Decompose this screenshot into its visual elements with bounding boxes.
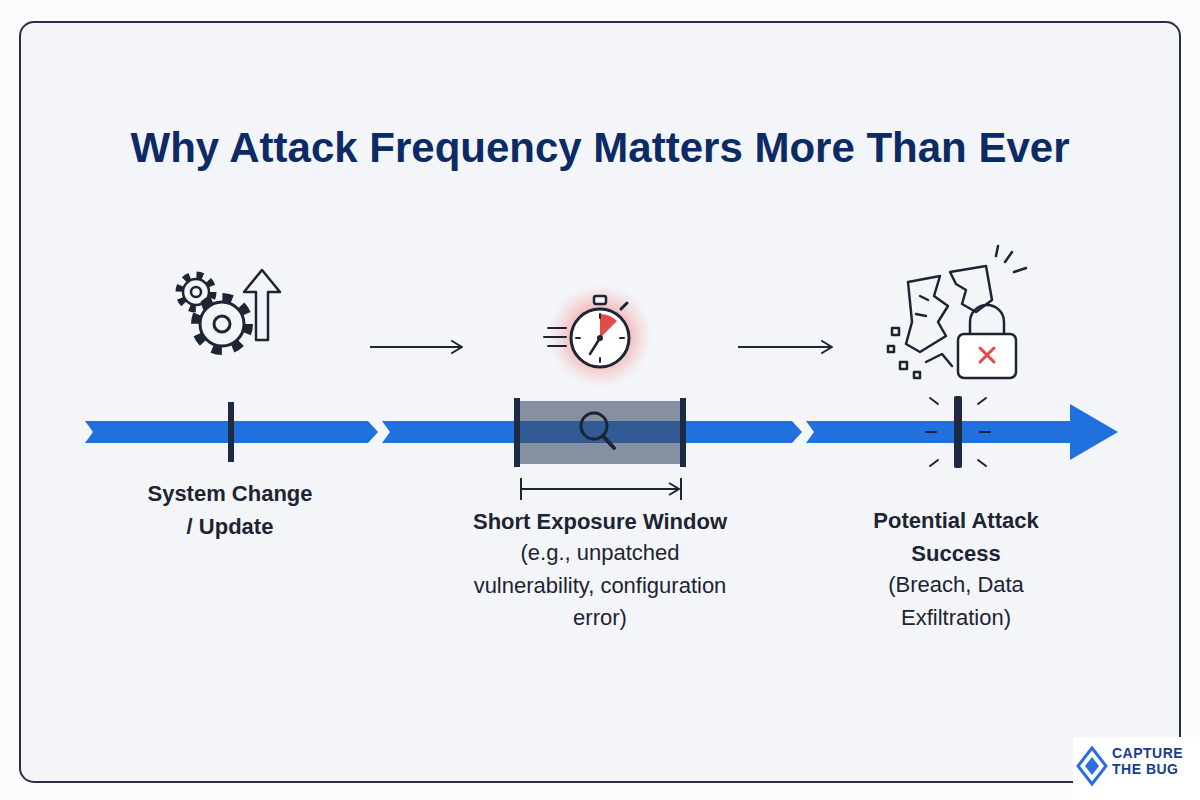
debris-square — [892, 328, 899, 335]
speed-line — [544, 336, 566, 338]
brand-logo — [1073, 737, 1200, 800]
burst-line — [980, 431, 990, 433]
burst-line — [978, 460, 986, 466]
debris-square — [900, 362, 907, 369]
gear-teeth — [195, 297, 249, 351]
elapsed-wedge — [600, 314, 617, 338]
gear-body — [200, 302, 244, 346]
dial-tick — [599, 314, 601, 318]
stopwatch-crown — [594, 296, 606, 304]
stage-node: System Change / Update — [90, 250, 370, 650]
stage-heading: System Change / Update — [144, 478, 316, 543]
dial-tick — [620, 337, 624, 339]
impact-burst — [926, 398, 990, 466]
stopwatch-button — [621, 303, 627, 309]
window-edge — [514, 398, 520, 467]
brand-name: CAPTURE THE BUG — [1112, 745, 1192, 777]
crack-line — [926, 354, 952, 366]
window-edge — [680, 398, 686, 467]
breach-icon — [888, 246, 1026, 378]
stopwatch-pivot — [597, 335, 603, 341]
flow-arrow — [370, 346, 462, 348]
diagram-title: Why Attack Frequency Matters More Than E… — [0, 124, 1200, 172]
stage-heading: Potential Attack Success — [851, 505, 1061, 570]
torn-page — [906, 276, 948, 352]
stage-node: Potential Attack Success(Breach, Data Ex… — [832, 250, 1080, 650]
speed-line — [548, 345, 566, 347]
timeline-tick — [228, 402, 234, 462]
debris-square — [888, 346, 894, 352]
debris-square — [914, 372, 920, 378]
logo-backdrop — [1073, 737, 1200, 800]
magnifier-handle — [603, 436, 614, 448]
dial-ticks — [576, 314, 624, 362]
exposure-window — [514, 398, 686, 467]
impact-burst — [996, 246, 1026, 272]
dial-tick — [576, 337, 580, 339]
stage-detail: (e.g., unpatched vulnerability, configur… — [469, 537, 731, 635]
stopwatch-face — [571, 309, 629, 367]
burst-line — [978, 398, 986, 404]
lock-body — [958, 334, 1016, 378]
dial-tick — [599, 358, 601, 362]
lock-shackle — [970, 305, 1004, 334]
timeline-tick — [954, 396, 962, 468]
gear-hub — [214, 316, 230, 332]
upgrade-arrow — [244, 270, 280, 340]
stage-node: Short Exposure Window(e.g., unpatched vu… — [462, 250, 738, 650]
stage-detail: (Breach, Data Exfiltration) — [861, 569, 1051, 634]
impact-tick — [926, 396, 990, 468]
burst-line — [926, 431, 936, 433]
gear-hub — [191, 287, 201, 297]
burst-line — [930, 398, 938, 404]
window-band — [517, 401, 683, 464]
crack-line — [916, 296, 928, 316]
logo-diamond — [1078, 748, 1106, 784]
denied-cross — [980, 348, 994, 362]
bracket-line — [521, 488, 679, 490]
burst-line — [930, 460, 938, 466]
window-span-bracket — [521, 478, 681, 500]
gears-icon — [179, 270, 280, 351]
flow-arrow — [738, 346, 832, 348]
bracket-head — [669, 483, 679, 495]
stopwatch-icon — [544, 284, 652, 388]
logo-diamond-core — [1085, 757, 1099, 775]
speed-lines — [544, 328, 566, 346]
stage-heading: Short Exposure Window — [450, 506, 750, 539]
speed-line — [548, 327, 566, 329]
